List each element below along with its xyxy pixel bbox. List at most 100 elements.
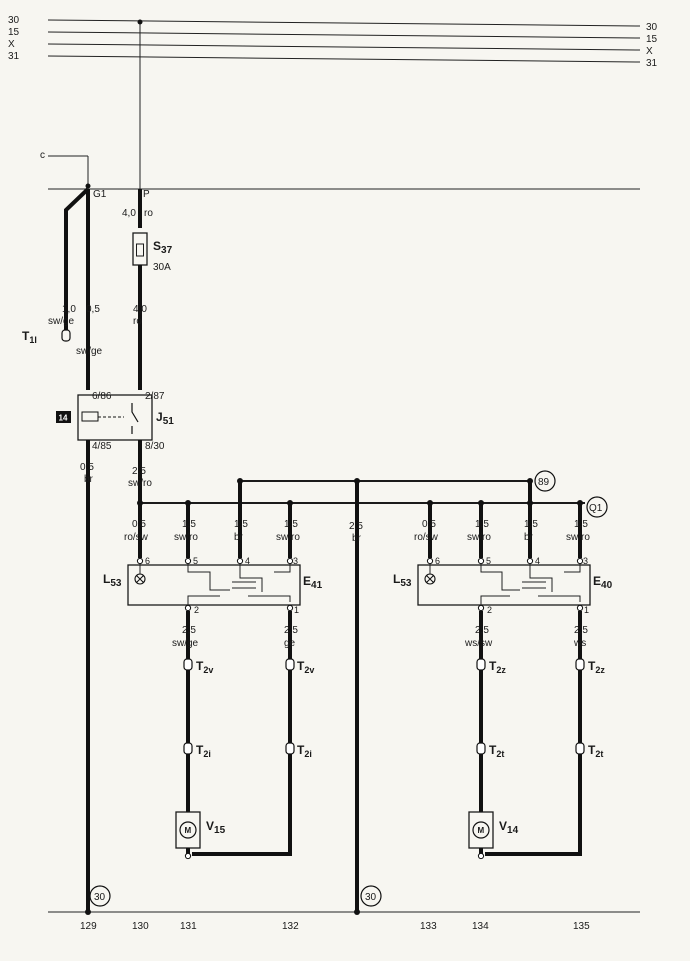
relay-outputs: 0,5 br 2,5 sw/ro (80, 440, 152, 912)
right-pin3-dot (576, 557, 584, 565)
rail-label-left-30: 30 (8, 15, 20, 26)
left-switch-group: 0,5 ro/sw 1,5 sw/ro 1,5 br 1,5 sw/ro 6 5… (103, 478, 323, 860)
motor-v14-pin (477, 852, 485, 860)
right-w3-color: sw/ro (566, 532, 590, 543)
relay-j51: 14 J51 6/86 2/87 4/85 8/30 (56, 391, 174, 452)
connector-t1-name: T1l (22, 329, 37, 345)
right-node-5 (478, 500, 484, 506)
relay-box (77, 394, 153, 441)
connector-t1-icon (61, 329, 71, 342)
left-w6-color: ro/sw (124, 532, 149, 543)
rail-label-right-31: 31 (646, 58, 658, 69)
right-pin1: 1 (584, 605, 589, 615)
right-pin5: 5 (486, 556, 491, 566)
motor-v15-label: V15 (206, 819, 226, 836)
rail-label-right-x: X (646, 46, 653, 57)
fuse-element (136, 243, 144, 257)
relay-out-left-size: 0,5 (80, 462, 94, 473)
right-conn-t2z-b-icon (575, 658, 585, 671)
lamp-l53-left-cross (136, 575, 144, 583)
right-pin4-dot (526, 557, 534, 565)
rail-label-right-15: 15 (646, 34, 658, 45)
fuse-out-color: ro (133, 316, 142, 327)
track-135: 135 (573, 921, 590, 932)
switch-e40-label: E40 (593, 574, 613, 591)
g1-node (85, 183, 91, 189)
relay-out-right-size: 2,5 (132, 466, 146, 477)
right-w5-size: 1,5 (475, 519, 489, 530)
relay-badge-text: 14 (59, 414, 68, 423)
right-switch-group: 0,5 ro/sw 1,5 sw/ro 1,5 br 1,5 sw/ro 6 5… (393, 478, 613, 860)
ground-badge-center-circle (360, 885, 382, 907)
left-conn-t2i-a: T2i (196, 743, 211, 759)
motor-v14-icon (472, 821, 490, 839)
track-134: 134 (472, 921, 489, 932)
right-node-4 (527, 478, 533, 484)
fuse-name: S37 (153, 239, 173, 256)
right-conn-t2t-a-icon (476, 742, 486, 755)
c-label: c (40, 150, 45, 161)
left-wire-a-color: sw/ge (48, 316, 75, 327)
right-conn-t2z-a: T2z (489, 659, 506, 675)
left-wire-b-color: sw/ge (76, 346, 103, 357)
right-out-a-size: 2,5 (475, 625, 489, 636)
right-node-6 (427, 500, 433, 506)
left-pin1-dot (286, 604, 294, 612)
right-pin3: 3 (583, 556, 588, 566)
left-pin6-dot (136, 557, 144, 565)
badge-q1-text: Q1 (589, 503, 603, 514)
right-wire-out-b (485, 611, 582, 856)
left-conn-t2v-b-icon (285, 658, 295, 671)
left-w3-size: 1,5 (284, 519, 298, 530)
switch-e40-box (417, 564, 591, 606)
relay-name: J51 (156, 410, 174, 427)
relay-contact-icon (131, 403, 139, 434)
track-129: 129 (80, 921, 97, 932)
switch-e40-internal (429, 562, 581, 608)
right-conn-t2z-a-icon (476, 658, 486, 671)
right-pin2: 2 (487, 605, 492, 615)
ground-bar: 30 30 (48, 885, 640, 915)
g1-label: G1 (93, 189, 107, 200)
left-pin5-dot (184, 557, 192, 565)
right-out-b-color: ws (573, 638, 586, 649)
right-pin5-dot (477, 557, 485, 565)
right-w5-color: sw/ro (467, 532, 491, 543)
relay-pin-tl: 6/86 (92, 391, 112, 402)
left-w3-color: sw/ro (276, 532, 300, 543)
track-132: 132 (282, 921, 299, 932)
relay-pin-bl: 4/85 (92, 441, 112, 452)
relay-pin-tr: 2/87 (145, 391, 165, 402)
rail-label-left-15: 15 (8, 27, 20, 38)
right-w6-color: ro/sw (414, 532, 439, 543)
track-numbers: 129 130 131 132 133 134 135 (80, 921, 590, 932)
left-conn-t2v-b: T2v (297, 659, 314, 675)
lamp-l53-right-cross (426, 575, 434, 583)
motor-v15-symbol: M (185, 826, 192, 835)
switch-e41-internal (139, 562, 291, 608)
wire-1-0-sw-ge (64, 187, 90, 330)
right-w4-size: 1,5 (524, 519, 538, 530)
left-pin5: 5 (193, 556, 198, 566)
rail-x (47, 43, 641, 51)
left-pin4-dot (236, 557, 244, 565)
left-out-b-size: 2,5 (284, 625, 298, 636)
track-133: 133 (420, 921, 437, 932)
right-w3-size: 1,5 (574, 519, 588, 530)
left-out-a-size: 2,5 (182, 625, 196, 636)
terminal-bar: c G1 P (40, 150, 640, 200)
right-out-a-color: ws/sw (464, 638, 493, 649)
left-pin2-dot (184, 604, 192, 612)
left-pin6: 6 (145, 556, 150, 566)
switch-e41-label: E41 (303, 574, 323, 591)
right-pin1-dot (576, 604, 584, 612)
left-w5-color: sw/ro (174, 532, 198, 543)
left-w4-size: 1,5 (234, 519, 248, 530)
fuse-branch: 4,0 ro S37 30A 4,0 ro (122, 19, 173, 390)
right-pin2-dot (477, 604, 485, 612)
center-wire-color: br (352, 533, 362, 544)
ground-badge-left: 30 (94, 892, 106, 903)
left-wire-a-size: 1,0 (62, 304, 76, 315)
left-conn-t2v-a: T2v (196, 659, 213, 675)
